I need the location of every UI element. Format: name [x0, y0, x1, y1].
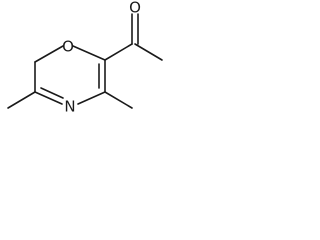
bond-c4-n3: [77, 91, 106, 105]
bond-ethyl-ch3-ch2: [7, 91, 36, 109]
molecule-structure: O N O: [7, 0, 163, 116]
bond-c5-carbonyl: [104, 43, 133, 61]
atom-label-ring-oxygen: O: [62, 38, 74, 56]
bond-n3-c2-double: [40, 87, 64, 99]
bond-o1-c5: [72, 45, 106, 61]
atom-label-ring-nitrogen: N: [64, 98, 75, 116]
bond-n3-c2: [34, 91, 63, 105]
bond-c4-methyl: [104, 91, 133, 109]
bond-carbonyl-ch3: [134, 43, 163, 61]
atom-label-carbonyl-oxygen: O: [129, 0, 141, 17]
bond-c2-o1: [34, 45, 64, 63]
